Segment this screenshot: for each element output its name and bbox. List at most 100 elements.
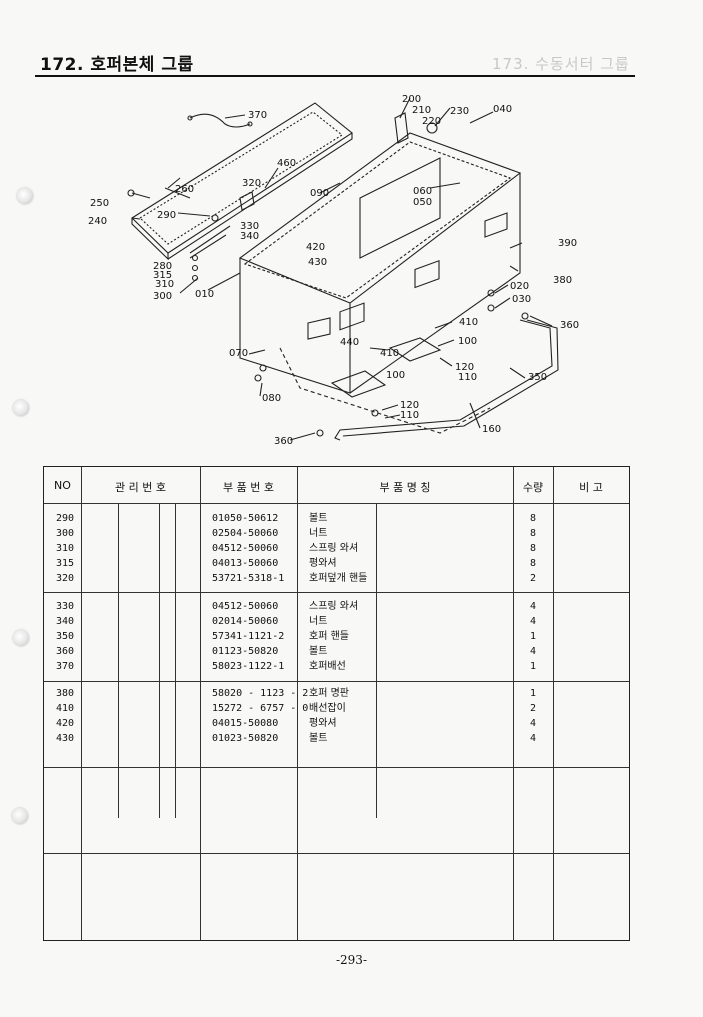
table-cell-part-no: 01050-50612	[212, 513, 279, 524]
table-cell-no: 315	[56, 558, 75, 569]
table-cell-part-no: 04015-50080	[212, 718, 279, 729]
col-divider	[81, 467, 82, 940]
table-cell-name: 너트	[309, 528, 328, 539]
table-cell-qty: 1	[530, 688, 537, 699]
group-rule	[44, 767, 629, 768]
header-mgmt-no: 관 리 번 호	[115, 481, 166, 494]
table-cell-no: 410	[56, 703, 75, 714]
callout-315: 315	[153, 270, 172, 281]
table-cell-part-no: 15272 - 6757 - 0	[212, 703, 309, 714]
callout-320: 320	[242, 178, 261, 189]
callout-080: 080	[262, 393, 281, 404]
callout-430: 430	[308, 257, 327, 268]
callout-360-lower: 360	[274, 436, 293, 447]
header-part-no: 부 품 번 호	[223, 481, 274, 494]
group-rule	[44, 592, 629, 593]
table-cell-name: 볼트	[309, 646, 328, 657]
table-cell-qty: 2	[530, 703, 537, 714]
header-remarks: 비 고	[579, 481, 603, 494]
col-divider	[553, 467, 554, 940]
table-cell-name: 호퍼배선	[309, 661, 346, 672]
col-divider	[200, 467, 201, 940]
header-qty: 수량	[522, 481, 544, 494]
title-underline	[35, 75, 635, 77]
callout-300: 300	[153, 291, 172, 302]
callout-100-lower: 100	[386, 370, 405, 381]
table-cell-name: 스프링 와셔	[309, 543, 359, 554]
callout-050: 050	[413, 197, 432, 208]
table-cell-part-no: 01123-50820	[212, 646, 279, 657]
callout-230: 230	[450, 106, 469, 117]
page-title: 172. 호퍼본체 그룹	[40, 55, 194, 75]
table-cell-no: 370	[56, 661, 75, 672]
group-rule	[44, 681, 629, 682]
table-cell-qty: 1	[530, 631, 537, 642]
callout-020: 020	[510, 281, 529, 292]
callout-280: 280	[153, 261, 172, 272]
callout-210: 210	[412, 105, 431, 116]
table-cell-part-no: 58020 - 1123 - 2	[212, 688, 309, 699]
table-cell-qty: 8	[530, 543, 537, 554]
col-divider	[513, 467, 514, 940]
callout-060: 060	[413, 186, 432, 197]
callout-110-lower: 110	[400, 410, 419, 421]
table-cell-name: 배선잡이	[309, 703, 346, 714]
callout-410-upper: 410	[459, 317, 478, 328]
table-cell-qty: 8	[530, 558, 537, 569]
header-part-name: 부 품 명 칭	[379, 481, 431, 494]
punch-hole-middle	[13, 400, 29, 416]
callout-310: 310	[155, 279, 174, 290]
table-cell-qty: 1	[530, 661, 537, 672]
callout-220: 220	[422, 116, 441, 127]
table-cell-no: 430	[56, 733, 75, 744]
table-cell-name: 볼트	[309, 513, 328, 524]
header-rule	[44, 503, 629, 504]
table-cell-name: 스프링 와셔	[309, 601, 359, 612]
header-no: NO	[54, 479, 71, 492]
table-cell-qty: 4	[530, 646, 537, 657]
callout-390: 390	[558, 238, 577, 249]
table-cell-name: 볼트	[309, 733, 328, 744]
table-cell-no: 310	[56, 543, 75, 554]
col-subdivider	[376, 503, 377, 818]
callout-010: 010	[195, 289, 214, 300]
callout-290: 290	[157, 210, 176, 221]
callout-160: 160	[482, 424, 501, 435]
callout-110-upper: 110	[458, 372, 477, 383]
callout-090: 090	[310, 188, 329, 199]
table-cell-name: 너트	[309, 616, 328, 627]
callout-350: 350	[528, 372, 547, 383]
callout-040: 040	[493, 104, 512, 115]
punch-hole-lower	[13, 630, 29, 646]
callout-250: 250	[90, 198, 109, 209]
table-cell-no: 300	[56, 528, 75, 539]
table-cell-part-no: 01023-50820	[212, 733, 279, 744]
group-rule	[44, 853, 629, 854]
callout-120-upper: 120	[455, 362, 474, 373]
callout-370: 370	[248, 110, 267, 121]
table-cell-qty: 2	[530, 573, 537, 584]
callout-380: 380	[553, 275, 572, 286]
table-cell-part-no: 58023-1122-1	[212, 661, 285, 672]
callout-100-upper: 100	[458, 336, 477, 347]
col-subdivider	[175, 503, 176, 818]
callout-440: 440	[340, 337, 359, 348]
table-cell-part-no: 53721-5318-1	[212, 573, 285, 584]
callout-460: 460	[277, 158, 296, 169]
table-cell-qty: 4	[530, 718, 537, 729]
callout-260: 260	[175, 184, 194, 195]
table-cell-no: 420	[56, 718, 75, 729]
callout-330: 330	[240, 221, 259, 232]
exploded-parts-diagram: 370 200 210 220 230 040 460 260 320 090 …	[88, 94, 579, 447]
table-cell-part-no: 04512-50060	[212, 543, 279, 554]
table-cell-qty: 8	[530, 528, 537, 539]
callout-070: 070	[229, 348, 248, 359]
callout-120-lower: 120	[400, 400, 419, 411]
col-divider	[297, 467, 298, 940]
punch-hole-bottom	[12, 808, 28, 824]
punch-hole-top	[17, 188, 33, 204]
table-cell-qty: 4	[530, 601, 537, 612]
table-cell-name: 평와셔	[309, 558, 337, 569]
callout-200: 200	[402, 94, 421, 105]
parts-table: NO 관 리 번 호 부 품 번 호 부 품 명 칭 수량 비 고 290 01…	[43, 466, 630, 941]
